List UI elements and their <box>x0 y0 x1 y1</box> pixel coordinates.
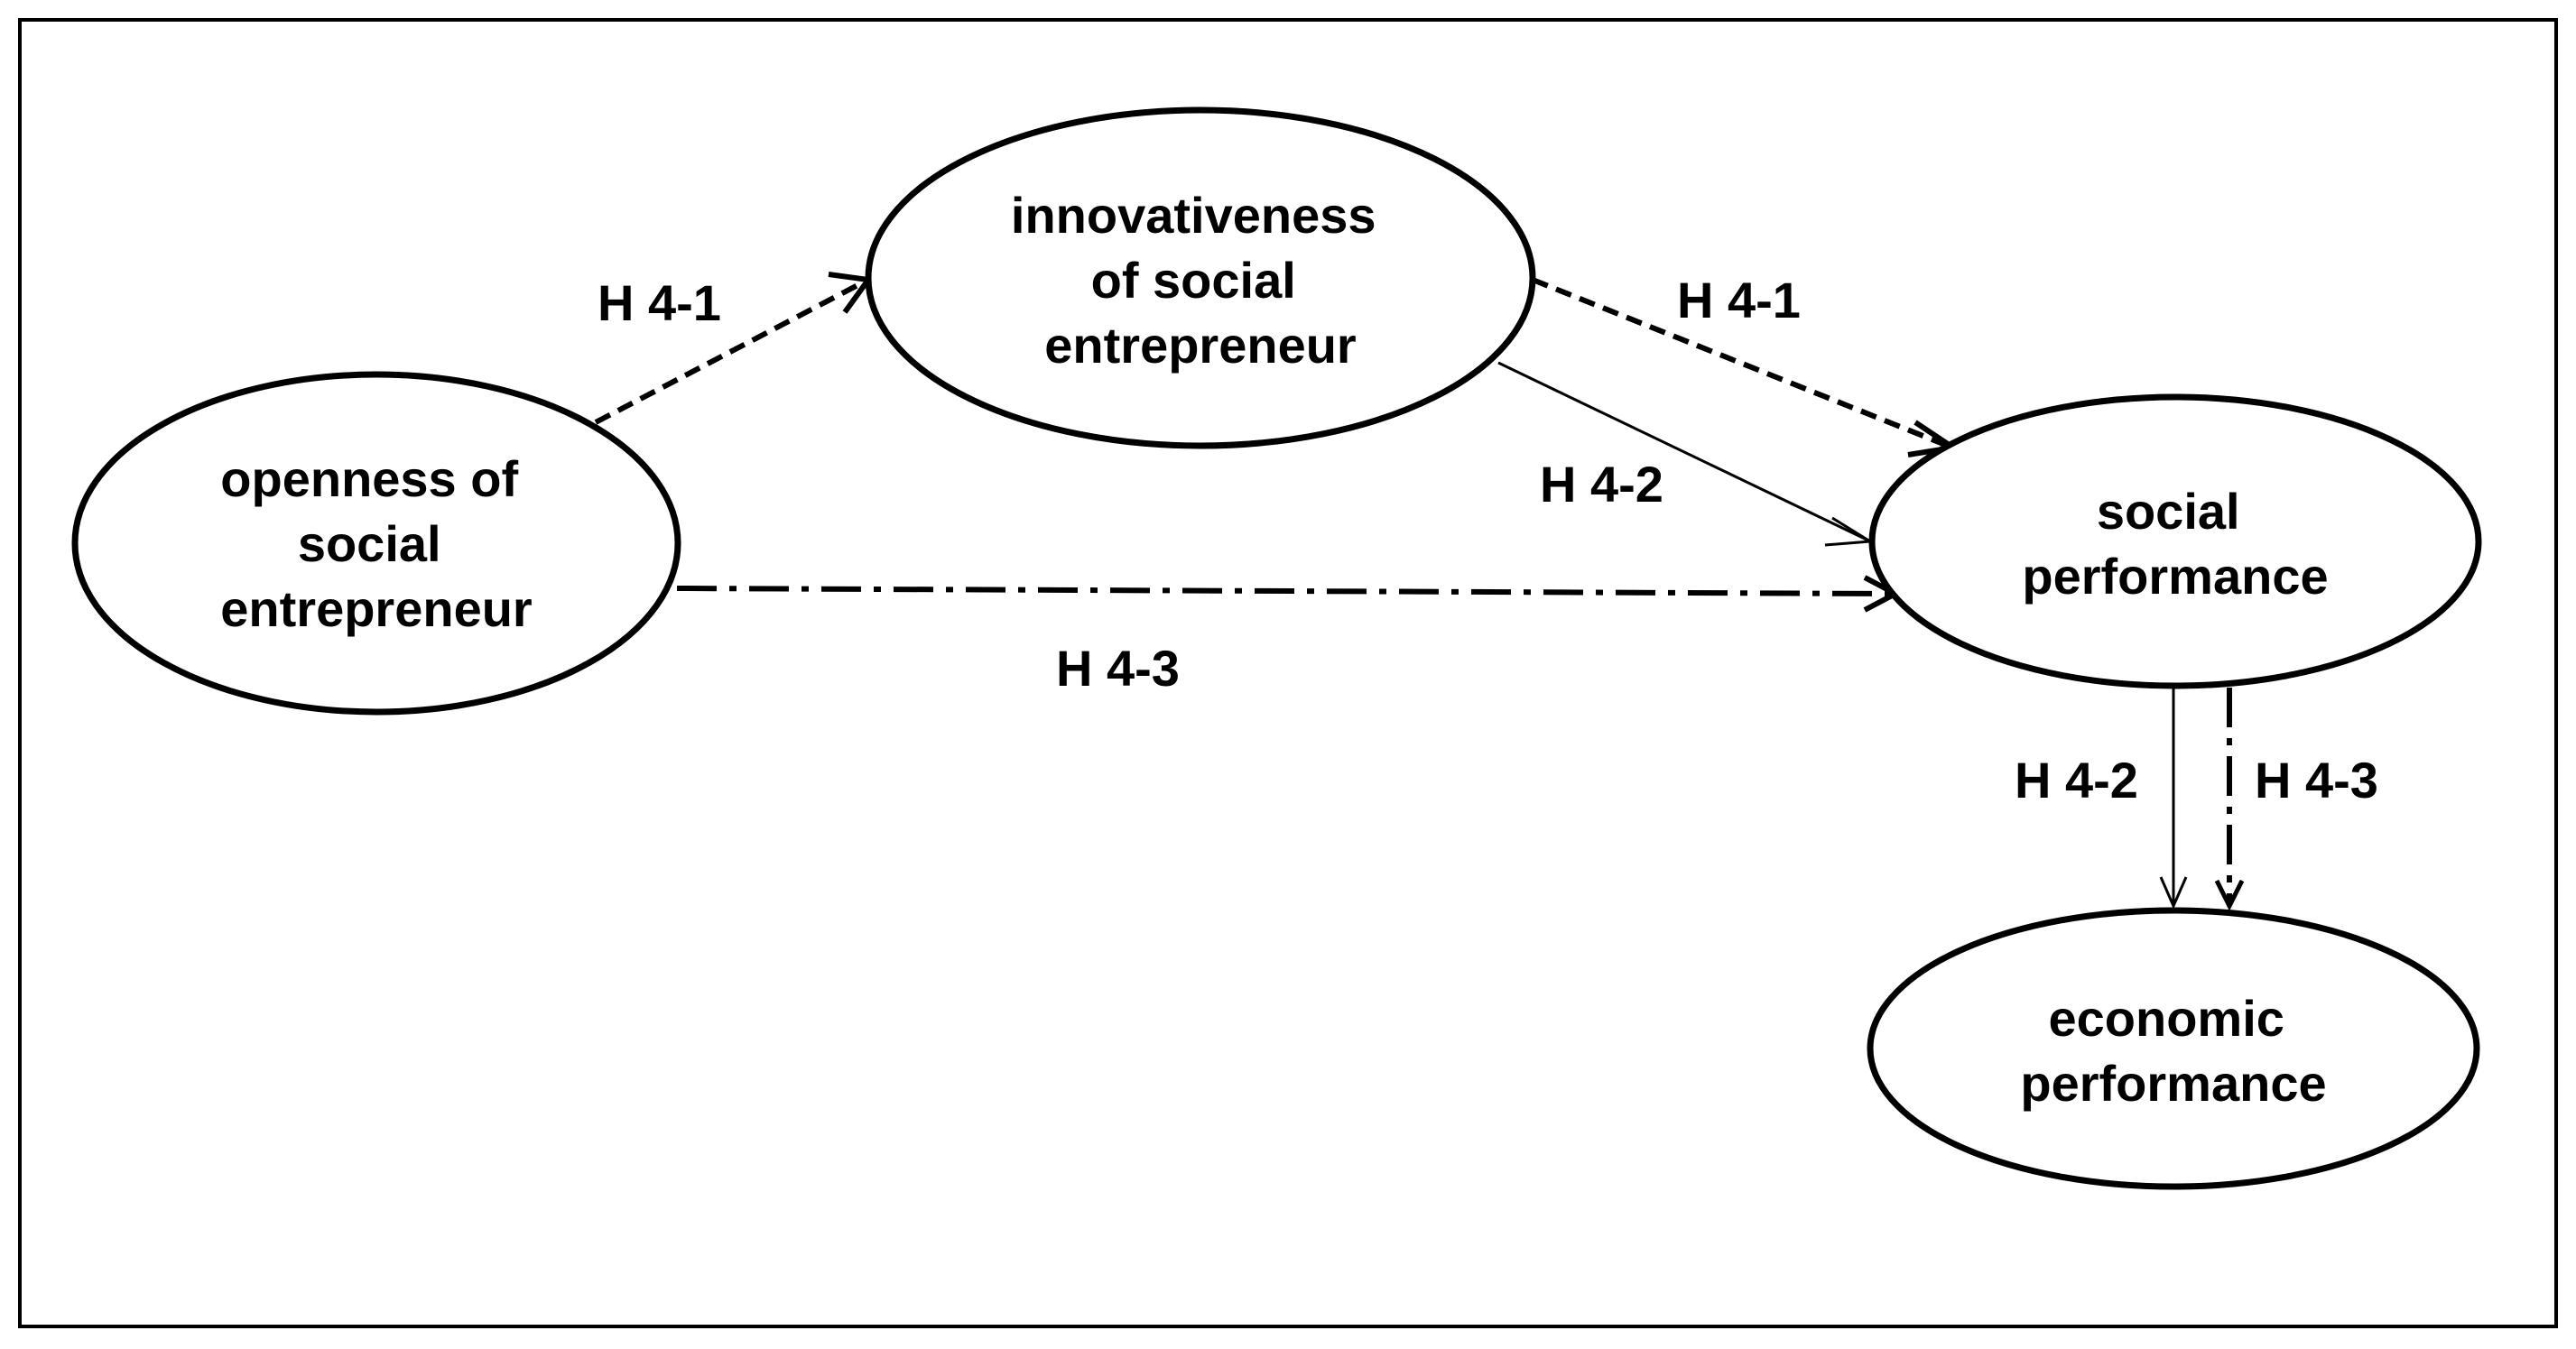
node-economic-performance-label: economic performance <box>2020 990 2326 1112</box>
node-innovativeness: innovativeness of social entrepreneur <box>865 106 1536 449</box>
edge-label-h42-middle: H 4-2 <box>1540 456 1663 513</box>
edge-label-h43-bottom: H 4-3 <box>1056 640 1180 697</box>
node-innovativeness-line-3: entrepreneur <box>1044 317 1356 374</box>
node-economic-performance-line-2: performance <box>2020 1055 2326 1112</box>
node-social-performance-line-1: social <box>2097 483 2240 540</box>
edge-social-to-economic-dashdot: H 4-3 <box>2214 688 2378 911</box>
node-social-performance: social performance <box>1868 393 2482 689</box>
node-openness-line-2: social <box>298 515 441 572</box>
node-economic-performance: economic performance <box>1867 907 2480 1190</box>
node-innovativeness-line-2: of social <box>1091 252 1296 309</box>
diagram-frame <box>18 18 2558 1328</box>
edge-label-h41-left: H 4-1 <box>598 274 721 331</box>
edge-label-h43-vertical: H 4-3 <box>2255 752 2378 808</box>
node-openness-label: openness of social entrepreneur <box>220 450 532 637</box>
node-innovativeness-label: innovativeness of social entrepreneur <box>1011 187 1390 374</box>
edge-openness-to-social: H 4-3 <box>676 575 1902 697</box>
node-openness-line-3: entrepreneur <box>220 580 532 637</box>
node-social-performance-line-2: performance <box>2022 548 2328 605</box>
edge-innovativeness-to-social-solid: H 4-2 <box>1497 361 1875 547</box>
edge-label-h42-vertical: H 4-2 <box>2015 752 2138 808</box>
node-economic-performance-line-1: economic <box>2049 990 2284 1047</box>
edge-label-h41-right: H 4-1 <box>1677 272 1801 328</box>
edge-social-to-economic-solid: H 4-2 <box>2015 688 2188 910</box>
edge-innovativeness-to-social-dashed: H 4-1 <box>1531 272 1961 457</box>
node-innovativeness-line-1: innovativeness <box>1011 187 1376 244</box>
node-openness-line-1: openness of <box>220 450 518 507</box>
node-openness: openness of social entrepreneur <box>71 371 681 716</box>
edge-openness-to-innovativeness: H 4-1 <box>594 272 874 425</box>
node-social-performance-label: social performance <box>2022 483 2328 605</box>
